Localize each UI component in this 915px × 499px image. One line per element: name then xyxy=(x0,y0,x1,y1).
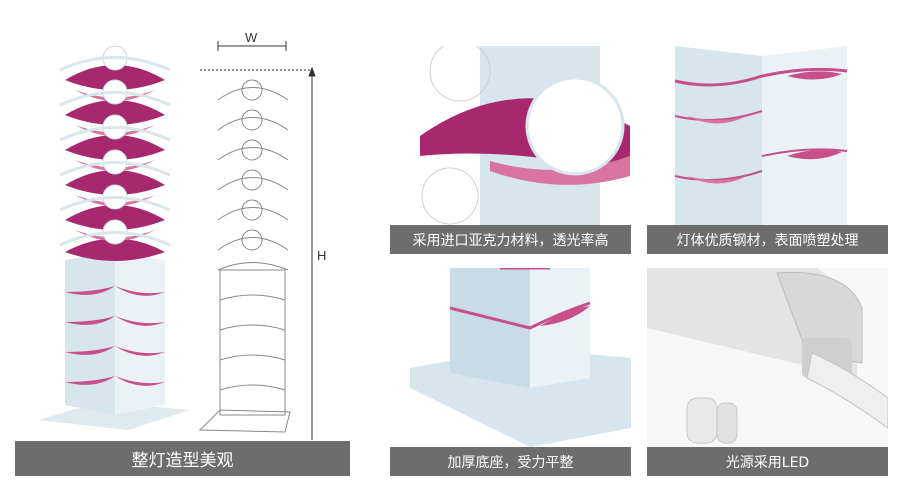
width-label: W xyxy=(245,30,258,45)
base-caption: 加厚底座，受力平整 xyxy=(390,447,631,476)
acrylic-detail-image xyxy=(390,46,631,225)
base-detail-image xyxy=(390,268,631,447)
acrylic-caption: 采用进口亚克力材料，透光率高 xyxy=(390,225,631,254)
height-dimension xyxy=(200,66,316,440)
main-product-image: W H xyxy=(20,30,350,445)
steel-body-detail-image xyxy=(647,46,888,225)
led-caption: 光源采用LED xyxy=(647,447,888,476)
led-detail-image xyxy=(647,268,888,447)
height-label: H xyxy=(317,248,327,263)
lamp-illustration xyxy=(38,41,316,440)
main-caption: 整灯造型美观 xyxy=(15,441,350,476)
colored-lamp-column xyxy=(59,45,171,415)
width-dimension xyxy=(217,41,287,51)
steel-body-caption: 灯体优质钢材，表面喷塑处理 xyxy=(647,225,888,254)
outline-lamp-column xyxy=(198,79,291,433)
